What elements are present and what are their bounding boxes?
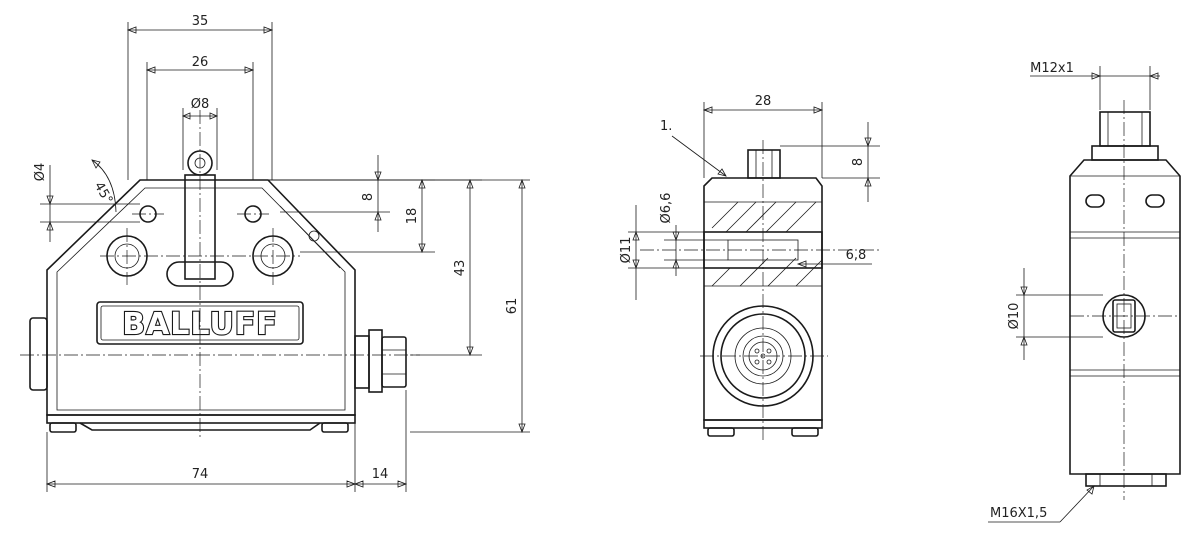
dim-28-label: 28	[755, 94, 772, 109]
callout-1-label: 1.	[660, 119, 672, 134]
dim-dia8-label: Ø8	[191, 97, 210, 112]
front-view: BALLUFF 35 26 Ø8	[20, 14, 530, 492]
side-dim-8-label: 8	[851, 158, 866, 166]
dim-26-label: 26	[192, 55, 209, 70]
side-view: 1. 28 8 Ø6,6 Ø11 6,8	[619, 94, 880, 440]
dim-45-label: 45°	[91, 180, 116, 207]
dim-dia10-label: Ø10	[1007, 303, 1022, 330]
dim-14-label: 14	[372, 467, 389, 482]
front-housing-outline	[46, 179, 356, 416]
dim-dia11-label: Ø11	[619, 237, 634, 264]
dim-8-label: 8	[361, 193, 376, 201]
brand-logo: BALLUFF	[122, 307, 278, 342]
back-view: M12x1 Ø10 M16X1,5	[988, 61, 1181, 523]
dim-m12-label: M12x1	[1030, 61, 1074, 76]
dim-74-label: 74	[192, 467, 209, 482]
back-housing-outline	[1069, 159, 1181, 475]
dim-35-label: 35	[192, 14, 209, 29]
dim-6-8-label: 6,8	[846, 248, 867, 263]
dim-61-label: 61	[505, 298, 520, 315]
dim-m16-label: M16X1,5	[990, 506, 1047, 521]
dim-dia4-label: Ø4	[33, 163, 48, 182]
dim-43-label: 43	[453, 260, 468, 277]
dim-18-label: 18	[405, 208, 420, 225]
dim-dia6-6-label: Ø6,6	[659, 193, 674, 224]
